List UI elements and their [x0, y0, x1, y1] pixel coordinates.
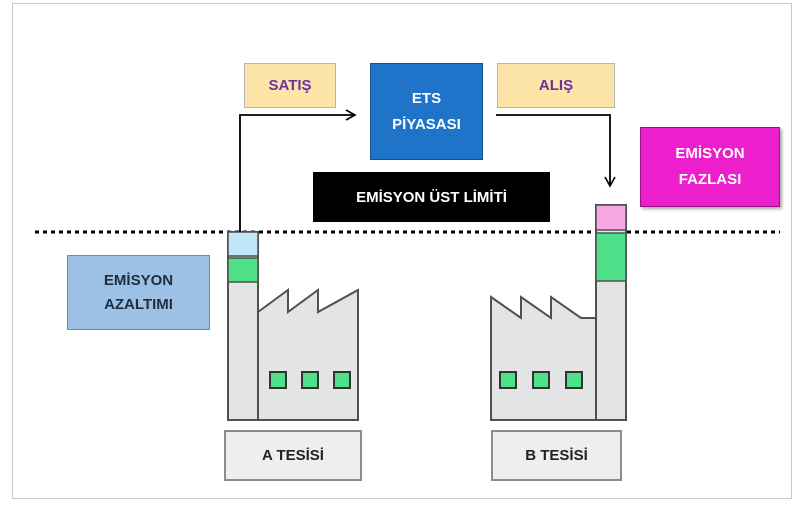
factory-b-body	[490, 295, 597, 421]
ets-label-line2: PİYASASI	[392, 115, 461, 133]
emission-limit-label: EMİSYON ÜST LİMİTİ	[356, 188, 507, 206]
factory-a-window	[301, 371, 319, 389]
facility-b-label: B TESİSİ	[525, 447, 588, 464]
factory-a	[227, 231, 359, 421]
emission-reduction-line1: EMİSYON	[103, 271, 174, 289]
emission-reduction-box: EMİSYON AZALTIMI	[67, 255, 210, 330]
sell-box: SATIŞ	[244, 63, 336, 108]
emission-surplus-line1: EMİSYON	[675, 145, 745, 162]
factory-b	[490, 204, 627, 421]
factory-b-stack-pink-segment	[595, 204, 627, 231]
ets-label-line1: ETS	[411, 89, 442, 107]
facility-a-label: A TESİSİ	[262, 447, 324, 464]
arrow-sell-to-market	[239, 109, 357, 232]
emission-surplus-line2: FAZLASI	[678, 171, 742, 188]
facility-b-label-box: B TESİSİ	[491, 430, 622, 481]
factory-b-window	[565, 371, 583, 389]
emission-surplus-box: EMİSYON FAZLASI	[640, 127, 780, 207]
sell-label: SATIŞ	[268, 77, 312, 94]
factory-a-window	[333, 371, 351, 389]
factory-b-window	[499, 371, 517, 389]
emission-limit-box: EMİSYON ÜST LİMİTİ	[313, 172, 550, 222]
arrow-market-to-buy	[496, 114, 616, 188]
factory-a-stack-blue-segment	[227, 231, 259, 257]
factory-a-stack-green-segment	[227, 257, 259, 283]
buy-label: ALIŞ	[538, 77, 574, 94]
buy-box: ALIŞ	[497, 63, 615, 108]
ets-market-box: ETS PİYASASI	[370, 63, 483, 160]
facility-a-label-box: A TESİSİ	[224, 430, 362, 481]
factory-b-stack-green-segment	[595, 232, 627, 282]
factory-b-window	[532, 371, 550, 389]
emission-reduction-line2: AZALTIMI	[104, 295, 173, 313]
factory-a-body	[257, 288, 359, 421]
factory-a-window	[269, 371, 287, 389]
